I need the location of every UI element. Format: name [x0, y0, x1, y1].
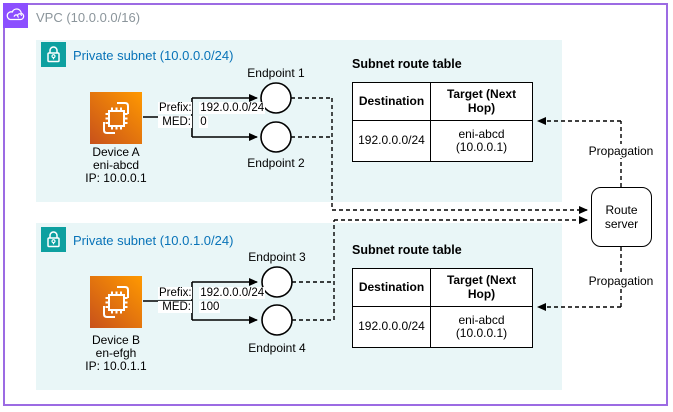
device-a-eni: eni-abcd — [92, 158, 140, 172]
endpoint-3-node — [261, 266, 293, 298]
device-a-ip: IP: 10.0.0.1 — [85, 171, 147, 185]
vpc-label: VPC (10.0.0.0/16) — [36, 10, 141, 25]
prefix-label: Prefix: — [158, 287, 192, 299]
route-server-label: Route server — [604, 203, 639, 231]
private-subnet-lock-icon — [41, 227, 66, 252]
endpoint-1-node — [260, 82, 292, 114]
route-table-1-header-destination: Destination — [353, 83, 431, 121]
prefix-value: 192.0.0.0/24 — [199, 102, 266, 114]
route-table-2-cell-destination: 192.0.0.0/24 — [353, 307, 431, 347]
endpoint-nodes — [260, 82, 293, 336]
route-table-2-header-destination: Destination — [353, 269, 431, 307]
private-subnet-lock-icon — [41, 42, 66, 67]
endpoint-4-node — [261, 304, 293, 336]
route-table-2: Destination Target (Next Hop) 192.0.0.0/… — [352, 268, 533, 348]
route-table-1-title: Subnet route table — [352, 57, 462, 71]
device-a-icon — [90, 92, 142, 144]
device-b-name: Device B — [91, 333, 141, 347]
route-table-2-header-target: Target (Next Hop) — [431, 269, 532, 307]
device-b-label: Device B en-efgh IP: 10.0.1.1 — [56, 334, 176, 373]
endpoint-2-node — [260, 121, 292, 153]
device-a-prefix-row: Prefix: 192.0.0.0/24 — [158, 102, 266, 114]
device-a-name: Device A — [92, 145, 140, 159]
prefix-label: Prefix: — [158, 102, 192, 114]
endpoint-4-label: Endpoint 4 — [248, 341, 306, 355]
endpoints-to-route-server-dashed — [291, 97, 588, 321]
private-subnet-1-label: Private subnet (10.0.0.0/24) — [73, 48, 234, 63]
med-label: MED: — [158, 301, 192, 313]
device-b-icon — [90, 276, 142, 328]
device-b-eni: en-efgh — [95, 346, 137, 360]
device-a-label: Device A eni-abcd IP: 10.0.0.1 — [56, 146, 176, 185]
prefix-value: 192.0.0.0/24 — [199, 287, 266, 299]
route-server-node: Route server — [591, 187, 652, 247]
med-value: 100 — [199, 301, 221, 313]
device-b-ip: IP: 10.0.1.1 — [85, 359, 147, 373]
propagation-label-top: Propagation — [576, 144, 666, 158]
route-table-1-cell-target: eni-abcd (10.0.0.1) — [455, 126, 508, 154]
device-b-prefix-row: Prefix: 192.0.0.0/24 — [158, 287, 266, 299]
route-table-1-header-target: Target (Next Hop) — [431, 83, 532, 121]
route-table-2-title: Subnet route table — [352, 243, 462, 257]
private-subnet-2-label: Private subnet (10.0.1.0/24) — [73, 233, 234, 248]
med-label: MED: — [158, 116, 192, 128]
route-table-1-cell-destination: 192.0.0.0/24 — [353, 121, 431, 161]
route-table-2-cell-target: eni-abcd (10.0.0.1) — [455, 312, 508, 340]
vpc-boundary — [3, 3, 668, 406]
route-table-1: Destination Target (Next Hop) 192.0.0.0/… — [352, 82, 533, 162]
endpoint-3-label: Endpoint 3 — [248, 250, 306, 264]
device-b-med-row: MED: 100 — [158, 301, 221, 313]
med-value: 0 — [199, 116, 208, 128]
device-a-med-row: MED: 0 — [158, 116, 208, 128]
propagation-label-bottom: Propagation — [576, 274, 666, 288]
vpc-icon — [3, 3, 28, 28]
endpoint-1-label: Endpoint 1 — [247, 66, 305, 80]
endpoint-2-label: Endpoint 2 — [247, 156, 305, 170]
